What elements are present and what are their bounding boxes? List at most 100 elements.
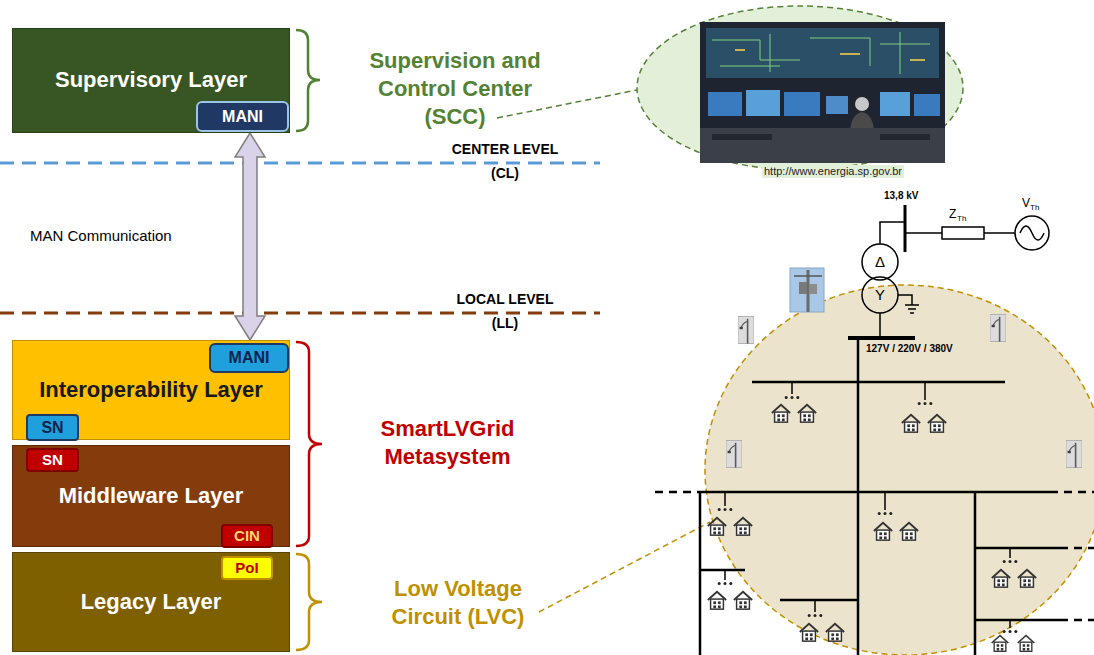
house-groups (928, 415, 946, 432)
house-groups (708, 396, 1036, 651)
scc-photo-ellipse (826, 96, 848, 114)
house-groups (992, 570, 1010, 587)
group-title: Supervision and Control Center (SCC) (350, 47, 560, 131)
leader-lines (539, 522, 710, 612)
pole-photos (1066, 440, 1082, 467)
lv-circuit-ellipse (705, 285, 1094, 655)
house-groups (734, 592, 752, 609)
source-network (904, 205, 907, 252)
layer-box: Middleware Layer SN CIN (12, 445, 290, 547)
scc-photo-ellipse (712, 32, 930, 74)
house-groups (772, 405, 790, 422)
source-network (942, 227, 984, 239)
transformer (879, 313, 881, 338)
group-title: Low Voltage Circuit (LVC) (368, 575, 548, 631)
house-groups (1018, 570, 1036, 587)
house-groups (826, 624, 844, 641)
house-groups (798, 405, 816, 422)
node-text: MANI (222, 108, 263, 126)
source-url: http://www.energia.sp.gov.br (762, 165, 904, 178)
lv-feeders (725, 382, 1010, 628)
pole-photos (726, 440, 742, 467)
house-groups (708, 592, 726, 609)
node-text: Supervisory Layer (55, 68, 247, 92)
module-badge: SN (26, 448, 79, 472)
node-text: SN (41, 419, 63, 437)
scc-photo-ellipse (880, 134, 930, 140)
layer-box: Supervisory LayerMANI (12, 28, 290, 133)
scc-photo-ellipse (708, 92, 742, 116)
scc-photo-ellipse (784, 92, 820, 116)
level-lines (0, 312, 600, 315)
house-groups (785, 396, 800, 399)
curly-braces (296, 554, 322, 650)
node-text: MANI (229, 349, 270, 367)
scc-photo-ellipse (700, 22, 945, 163)
house-groups (900, 523, 918, 540)
module-badge: MANI (209, 343, 289, 373)
pole-photos (738, 316, 754, 343)
house-groups (878, 512, 893, 515)
house-groups (1003, 560, 1018, 563)
house-groups (718, 508, 733, 511)
node-text: PoI (235, 560, 258, 577)
transformer (862, 277, 898, 313)
house-groups (902, 415, 920, 432)
house-groups (734, 518, 752, 535)
edge-label: MAN Communication (30, 227, 172, 245)
source-network (905, 205, 1049, 252)
transformer (898, 295, 919, 313)
scc-photo-ellipse (706, 28, 939, 78)
winding-symbol: Y (870, 286, 890, 304)
house-groups (992, 636, 1009, 652)
transformer (848, 222, 919, 338)
scc-photo-ellipse (735, 50, 925, 60)
scc-photo-ellipse (880, 92, 910, 116)
node-text: Middleware Layer (59, 484, 244, 508)
pole-photos (990, 314, 1006, 341)
level-label: CENTER LEVEL (CL) (446, 137, 564, 185)
subscript: Th (957, 214, 966, 223)
pole-photos (726, 314, 1082, 467)
group-title: SmartLVGrid Metasystem (360, 415, 535, 471)
module-badge: CIN (221, 524, 273, 548)
source-network (1020, 226, 1044, 240)
leader-lines (497, 90, 637, 118)
transformer (880, 222, 905, 244)
transformer-pole-photo (799, 282, 807, 294)
transformer-pole-photo (794, 275, 822, 277)
house-groups (708, 518, 726, 535)
lv-feeders (655, 340, 1094, 655)
voltage-label: 13,8 kV (884, 190, 918, 202)
lv-feeders (700, 548, 1060, 620)
lv-circuit-ellipse (705, 285, 1094, 655)
level-label: LOCAL LEVEL (LL) (450, 287, 560, 335)
scc-photo-ellipse (637, 6, 963, 170)
source-symbol: V (1022, 196, 1030, 210)
scc-photo-ellipse (914, 94, 940, 116)
scc-photo-ellipse (855, 97, 869, 111)
impedance-symbol: Z (949, 207, 956, 221)
node-text: CIN (234, 528, 260, 545)
layer-box: Legacy Layer PoI (12, 552, 290, 652)
winding-symbol: Δ (870, 253, 890, 271)
transformer-pole-photo (790, 268, 824, 312)
layer-box: Interoperability LayerMANISN (12, 340, 290, 440)
scc-photo-ellipse (746, 90, 780, 116)
lv-feeders (655, 492, 1094, 620)
house-groups (1018, 636, 1035, 652)
level-lines (0, 162, 600, 165)
curly-braces (296, 342, 322, 546)
house-groups (1003, 630, 1018, 633)
module-badge: MANI (196, 101, 289, 132)
lv-feeders (700, 492, 1050, 655)
scc-photo-ellipse (637, 6, 963, 170)
transformer-pole-photo (790, 268, 824, 312)
node-text: Legacy Layer (81, 590, 222, 614)
leader-lines (497, 90, 710, 612)
transformer (862, 244, 898, 280)
curly-braces (296, 30, 322, 650)
subscript: Th (1030, 203, 1039, 212)
transformer-pole-photo (809, 284, 817, 294)
